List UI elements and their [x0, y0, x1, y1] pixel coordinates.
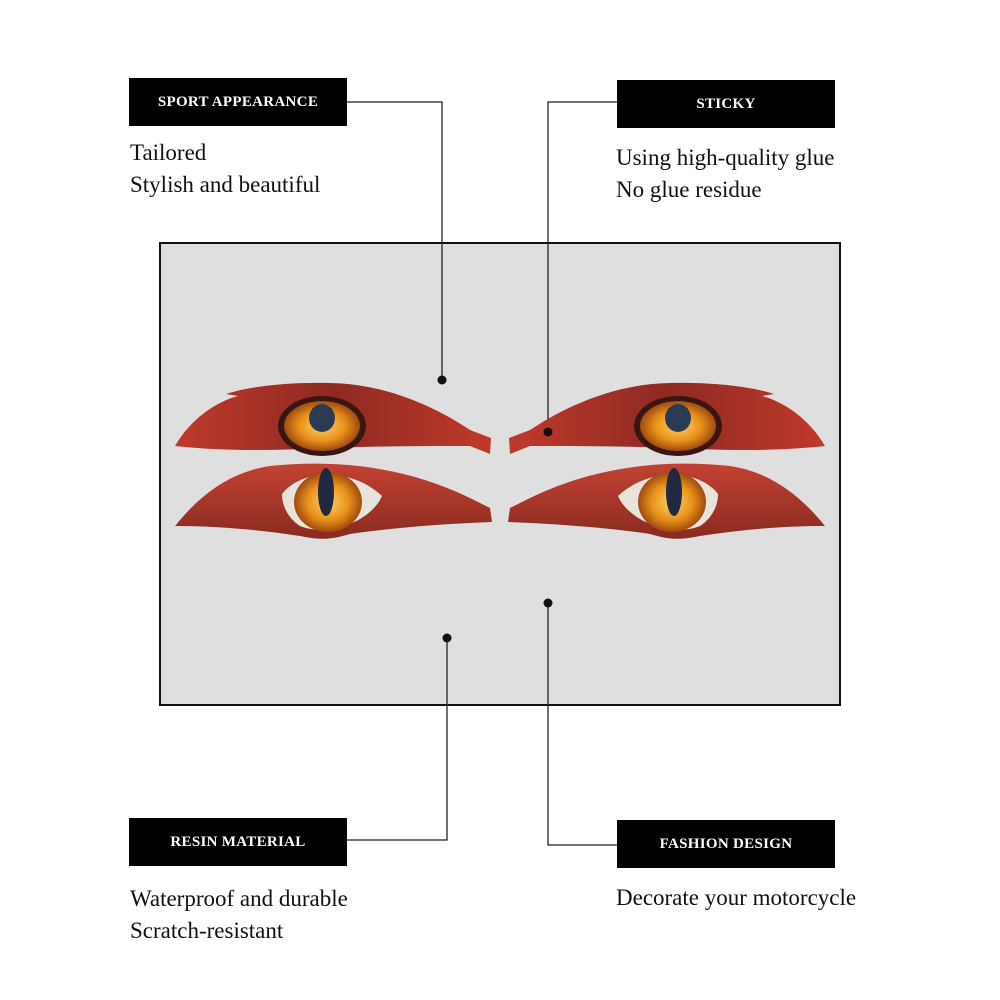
connector-lines: [347, 101, 617, 846]
description-line: Stylish and beautiful: [130, 172, 321, 197]
connector-resin: [347, 638, 448, 841]
resin-material-description: Waterproof and durable Scratch-resistant: [130, 883, 348, 947]
dot-fashion: [543, 598, 553, 608]
dot-sticky: [543, 427, 553, 437]
description-line: Waterproof and durable: [130, 886, 348, 911]
sport-appearance-label: SPORT APPEARANCE: [129, 78, 347, 126]
connector-sport: [347, 101, 443, 380]
lower-right-eye-sticker: [508, 463, 825, 539]
fashion-design-description: Decorate your motorcycle: [616, 882, 856, 914]
lower-left-eye-sticker: [175, 463, 492, 539]
resin-material-label: RESIN MATERIAL: [129, 818, 347, 866]
dot-sport: [437, 375, 447, 385]
dot-resin: [442, 633, 452, 643]
description-line: No glue residue: [616, 177, 762, 202]
description-line: Scratch-resistant: [130, 918, 284, 943]
connector-fashion: [547, 603, 617, 846]
connector-dots: [437, 375, 553, 643]
sticky-label: STICKY: [617, 80, 835, 128]
sticky-description: Using high-quality glue No glue residue: [616, 142, 834, 206]
sport-appearance-description: Tailored Stylish and beautiful: [130, 137, 320, 201]
connector-sticky: [547, 101, 617, 432]
description-line: Using high-quality glue: [616, 145, 835, 170]
description-line: Decorate your motorcycle: [616, 885, 857, 910]
upper-left-eye-sticker: [175, 382, 491, 456]
upper-right-eye-sticker: [509, 382, 825, 456]
fashion-design-label: FASHION DESIGN: [617, 820, 835, 868]
description-line: Tailored: [130, 140, 207, 165]
